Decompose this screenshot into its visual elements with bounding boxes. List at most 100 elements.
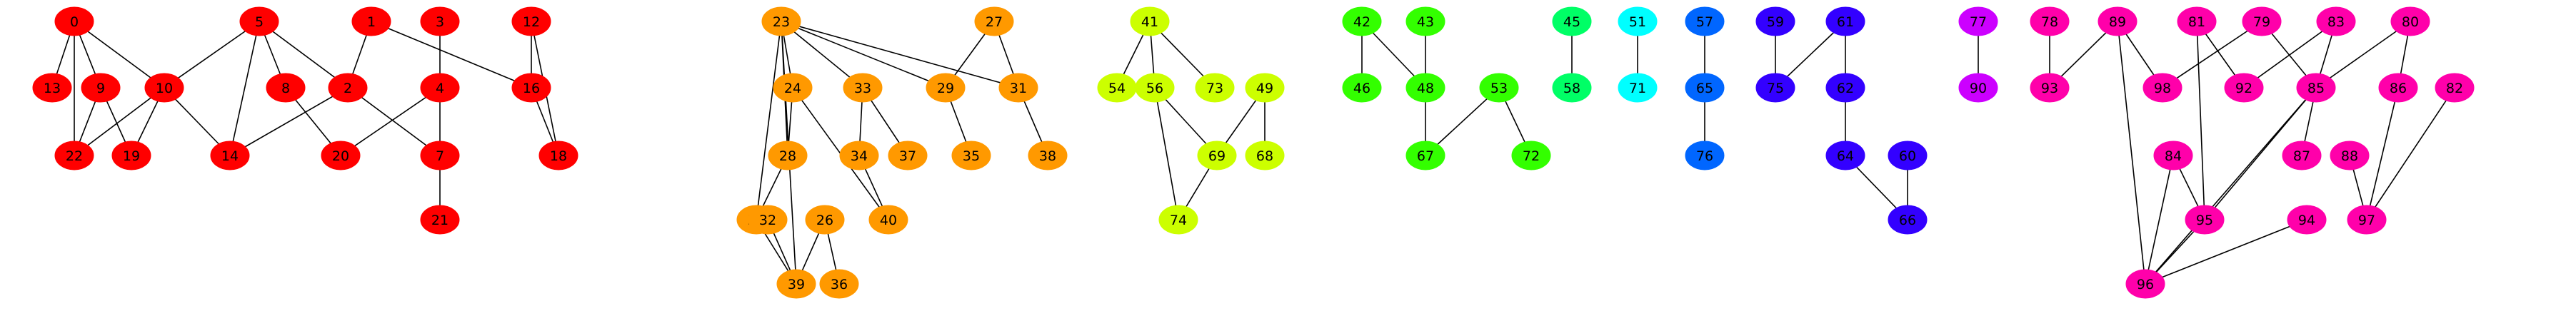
- node-88: 88: [2330, 141, 2370, 170]
- node-label-87: 87: [2293, 148, 2310, 164]
- edge-56-74: [1154, 87, 1179, 220]
- node-shape-77: [1958, 6, 1998, 36]
- node-67: 67: [1405, 141, 1445, 170]
- node-38: 38: [1028, 141, 1068, 170]
- node-60: 60: [1888, 141, 1928, 170]
- node-label-8: 8: [281, 81, 290, 96]
- node-label-69: 69: [1208, 148, 1226, 164]
- node-label-12: 12: [523, 14, 540, 30]
- node-36: 36: [819, 269, 859, 299]
- node-87: 87: [2282, 141, 2322, 170]
- node-label-39: 39: [788, 277, 805, 292]
- node-label-79: 79: [2253, 14, 2270, 30]
- node-shape-5: [239, 6, 279, 36]
- node-shape-32: [748, 205, 788, 235]
- node-shape-4: [420, 73, 460, 103]
- node-label-4: 4: [436, 81, 444, 96]
- node-shape-20: [321, 141, 361, 170]
- node-shape-62: [1825, 73, 1865, 103]
- node-shape-81: [2177, 6, 2217, 36]
- edge-23-29: [781, 21, 946, 88]
- node-3: 3: [420, 6, 460, 36]
- node-shape-29: [926, 73, 966, 103]
- node-label-43: 43: [1417, 14, 1434, 30]
- node-shape-97: [2347, 205, 2387, 235]
- node-12: 12: [511, 6, 551, 36]
- node-label-88: 88: [2341, 148, 2358, 164]
- node-shape-80: [2390, 6, 2430, 36]
- node-shape-42: [1342, 6, 1382, 36]
- node-shape-12: [511, 6, 551, 36]
- node-label-27: 27: [986, 14, 1003, 30]
- node-21: 21: [420, 205, 460, 235]
- node-shape-64: [1825, 141, 1865, 170]
- node-shape-66: [1888, 205, 1928, 235]
- node-label-74: 74: [1170, 213, 1187, 228]
- node-label-83: 83: [2327, 14, 2345, 30]
- node-shape-7: [420, 141, 460, 170]
- node-shape-74: [1158, 205, 1198, 235]
- node-41: 41: [1130, 6, 1170, 36]
- node-45: 45: [1552, 6, 1592, 36]
- node-label-48: 48: [1417, 81, 1434, 96]
- node-shape-8: [266, 73, 306, 103]
- node-label-68: 68: [1256, 148, 1273, 164]
- node-74: 74: [1158, 205, 1198, 235]
- node-shape-49: [1245, 73, 1285, 103]
- node-53: 53: [1479, 73, 1519, 103]
- node-81: 81: [2177, 6, 2217, 36]
- node-shape-48: [1405, 73, 1445, 103]
- node-1: 1: [351, 6, 391, 36]
- node-label-58: 58: [1563, 81, 1580, 96]
- node-shape-36: [819, 269, 859, 299]
- node-label-90: 90: [1970, 81, 1987, 96]
- node-69: 69: [1197, 141, 1237, 170]
- node-84: 84: [2153, 141, 2193, 170]
- node-label-93: 93: [2041, 81, 2058, 96]
- node-94: 94: [2287, 205, 2327, 235]
- node-label-75: 75: [1767, 81, 1784, 96]
- node-label-61: 61: [1837, 14, 1854, 30]
- node-label-33: 33: [854, 81, 871, 96]
- node-14: 14: [210, 141, 250, 170]
- node-label-26: 26: [816, 213, 833, 228]
- node-64: 64: [1825, 141, 1865, 170]
- node-shape-41: [1130, 6, 1170, 36]
- node-label-38: 38: [1039, 148, 1056, 164]
- node-label-32: 32: [759, 213, 776, 228]
- node-90: 90: [1958, 73, 1998, 103]
- node-label-98: 98: [2154, 81, 2171, 96]
- node-shape-73: [1195, 73, 1235, 103]
- edge-79-98: [2162, 21, 2262, 88]
- node-label-86: 86: [2390, 81, 2407, 96]
- node-shape-92: [2224, 73, 2264, 103]
- node-27: 27: [974, 6, 1014, 36]
- node-shape-79: [2242, 6, 2282, 36]
- node-shape-65: [1685, 73, 1725, 103]
- node-75: 75: [1755, 73, 1795, 103]
- node-label-57: 57: [1696, 14, 1713, 30]
- node-label-34: 34: [851, 148, 868, 164]
- node-shape-85: [2296, 73, 2336, 103]
- node-label-67: 67: [1417, 148, 1434, 164]
- node-label-1: 1: [367, 14, 376, 30]
- node-51: 51: [1618, 6, 1658, 36]
- node-58: 58: [1552, 73, 1592, 103]
- node-label-0: 0: [70, 14, 79, 30]
- node-shape-56: [1135, 73, 1175, 103]
- node-shape-43: [1405, 6, 1445, 36]
- node-label-3: 3: [436, 14, 444, 30]
- node-shape-53: [1479, 73, 1519, 103]
- node-label-2: 2: [344, 81, 352, 96]
- node-label-82: 82: [2446, 81, 2463, 96]
- node-89: 89: [2098, 6, 2138, 36]
- node-shape-28: [768, 141, 808, 170]
- node-label-41: 41: [1141, 14, 1158, 30]
- node-33: 33: [843, 73, 883, 103]
- edge-86-97: [2366, 87, 2399, 220]
- node-shape-88: [2330, 141, 2370, 170]
- node-5: 5: [239, 6, 279, 36]
- node-shape-60: [1888, 141, 1928, 170]
- node-shape-39: [776, 269, 816, 299]
- node-label-36: 36: [831, 277, 848, 292]
